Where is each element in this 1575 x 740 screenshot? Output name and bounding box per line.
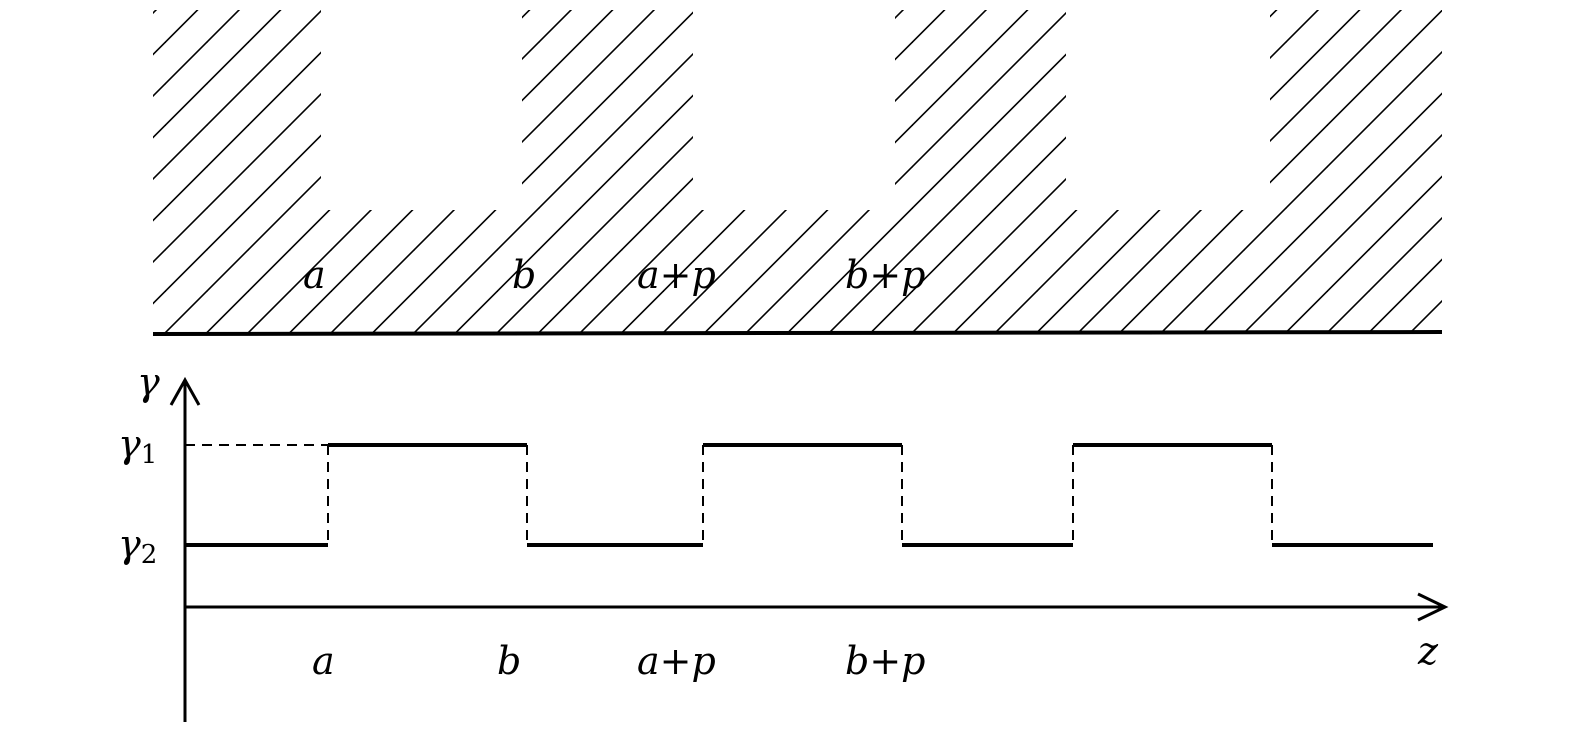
top-label-a-plus-p: a+p (637, 253, 716, 297)
step-function (185, 443, 1433, 547)
top-label-b: b (512, 253, 536, 297)
y-axis-arrow-icon (169, 376, 201, 406)
x-axis-arrow-icon (1417, 592, 1449, 622)
top-label-a: a (303, 253, 326, 297)
axes (169, 376, 1449, 722)
x-label-a: a (312, 639, 335, 683)
hatched-wall: a b a+p b+p (152, 10, 1443, 336)
x-axis-label: z (1417, 629, 1439, 673)
top-label-b-plus-p: b+p (845, 253, 926, 297)
x-label-a-plus-p: a+p (637, 639, 716, 683)
gamma2-label: γ2 (118, 522, 157, 570)
gamma1-label: γ1 (118, 422, 157, 470)
y-axis-label: γ (137, 360, 160, 404)
wall-baseline (152, 330, 1443, 336)
hatched-region (153, 10, 1442, 333)
x-label-b: b (497, 639, 521, 683)
x-label-b-plus-p: b+p (845, 639, 926, 683)
